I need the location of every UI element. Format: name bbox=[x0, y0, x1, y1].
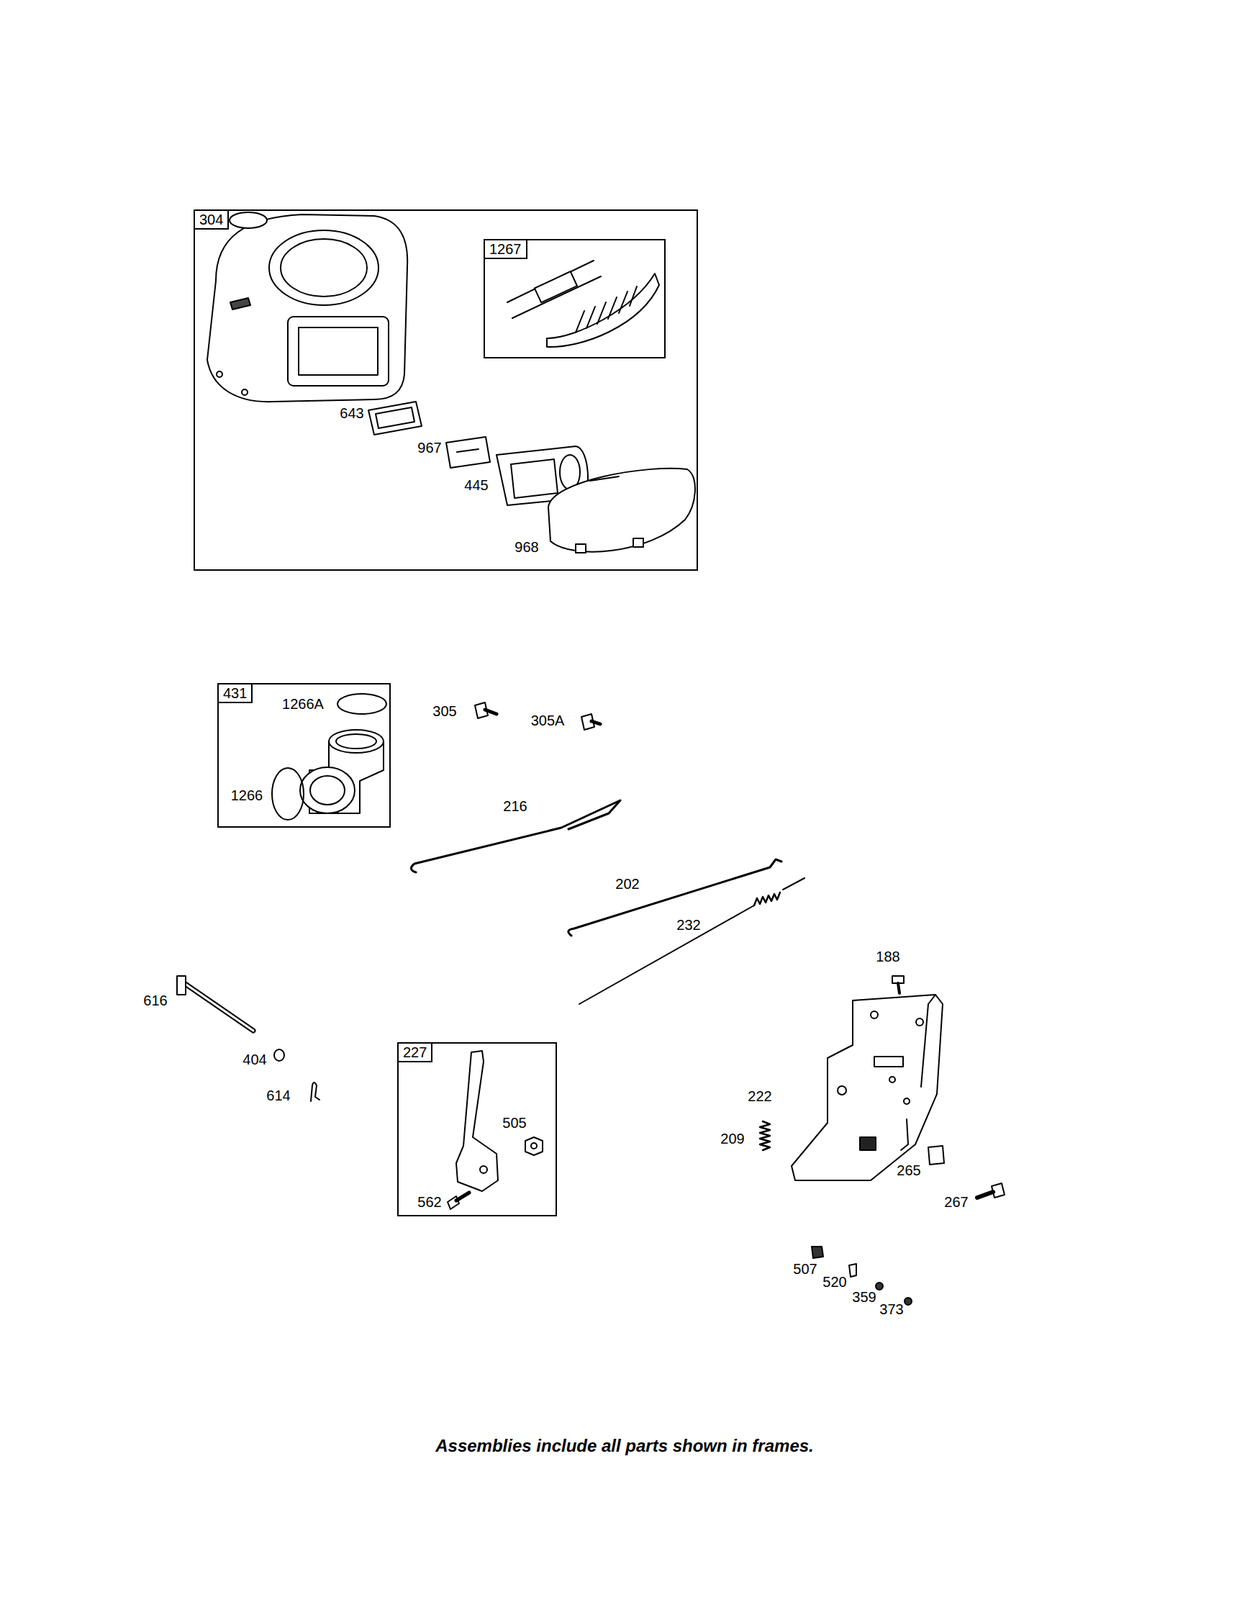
callout-number: 222 bbox=[746, 1088, 773, 1104]
callout-number: 1266A bbox=[280, 695, 326, 712]
callout-number: 614 bbox=[264, 1087, 292, 1104]
callout-number: 267 bbox=[942, 1193, 970, 1210]
callout-number: 967 bbox=[415, 439, 443, 456]
assembly-frame: 1267 bbox=[483, 238, 666, 359]
callout-number: 305A bbox=[529, 712, 567, 729]
callout-number: 616 bbox=[141, 992, 169, 1009]
assembly-frame: 304 1267 bbox=[193, 209, 698, 571]
callout-number: 520 bbox=[821, 1273, 848, 1290]
callout-number: 232 bbox=[674, 916, 702, 933]
frame-number: 1267 bbox=[484, 240, 528, 260]
caption: Assemblies include all parts shown in fr… bbox=[435, 1435, 814, 1456]
callout-number: 1266 bbox=[229, 787, 265, 804]
frame-number: 431 bbox=[218, 684, 253, 704]
callout-number: 305 bbox=[431, 703, 458, 719]
callout-number: 265 bbox=[895, 1162, 922, 1178]
callout-number: 562 bbox=[415, 1193, 443, 1210]
callout-number: 968 bbox=[513, 538, 540, 555]
frame-number: 304 bbox=[195, 210, 229, 230]
callout-number: 209 bbox=[718, 1130, 746, 1147]
callout-number: 359 bbox=[850, 1288, 878, 1305]
callout-number: 216 bbox=[501, 798, 529, 814]
callout-number: 507 bbox=[791, 1260, 819, 1277]
assembly-frame: 227 bbox=[397, 1041, 557, 1217]
callout-number: 505 bbox=[500, 1114, 528, 1131]
callout-number: 404 bbox=[241, 1051, 268, 1068]
frame-number: 227 bbox=[398, 1043, 433, 1063]
callout-number: 373 bbox=[877, 1301, 905, 1317]
callout-number: 202 bbox=[613, 875, 641, 892]
callout-number: 445 bbox=[462, 477, 490, 493]
callout-number: 188 bbox=[874, 948, 901, 965]
callout-number: 643 bbox=[338, 405, 365, 421]
